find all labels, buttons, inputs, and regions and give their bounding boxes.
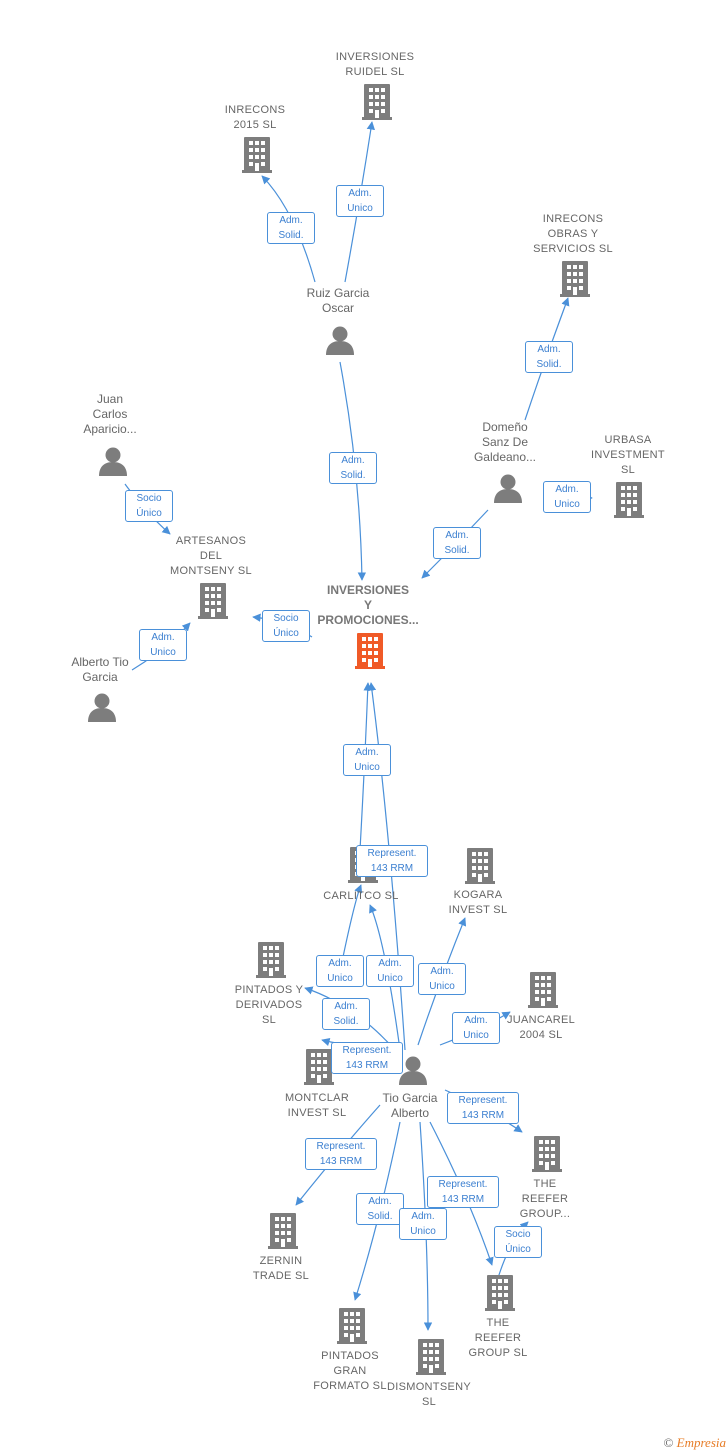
- edge-e12: [342, 884, 363, 958]
- edge-label[interactable]: Adm. Solid.: [356, 1193, 404, 1225]
- edge-label[interactable]: Socio Único: [262, 610, 310, 642]
- node-label-pintados-derivados[interactable]: PINTADOS Y DERIVADOS SL: [234, 984, 304, 1026]
- node-label-dismontseny[interactable]: DISMONTSENY SL: [387, 1381, 471, 1408]
- building-icon-urbasa[interactable]: [614, 482, 644, 518]
- node-label-domeno-sanz[interactable]: Domeño Sanz De Galdeano...: [473, 420, 537, 464]
- node-label-alberto-tio-garcia[interactable]: Alberto Tio Garcia: [71, 655, 129, 684]
- node-label-zernin[interactable]: ZERNIN TRADE SL: [252, 1255, 310, 1282]
- copyright-icon: ©: [663, 1435, 674, 1450]
- edge-label[interactable]: Adm. Solid.: [267, 212, 315, 244]
- node-label-kogara[interactable]: KOGARA INVEST SL: [448, 889, 508, 916]
- edge-label[interactable]: Represent. 143 RRM: [447, 1092, 519, 1124]
- edge-label[interactable]: Socio Único: [125, 490, 173, 522]
- building-icon-artesanos-montseny[interactable]: [198, 583, 228, 619]
- building-icon-inversiones-ruidel[interactable]: [362, 84, 392, 120]
- node-label-juancarel[interactable]: JUANCAREL 2004 SL: [506, 1014, 576, 1041]
- person-icon-domeno-sanz[interactable]: [494, 474, 522, 504]
- person-icon-alberto-tio-garcia[interactable]: [88, 693, 116, 723]
- edge-label[interactable]: Adm. Solid.: [525, 341, 573, 373]
- person-icon-ruiz-garcia-oscar[interactable]: [326, 326, 354, 356]
- node-label-reefer-group-sl[interactable]: THE REEFER GROUP SL: [468, 1317, 528, 1359]
- node-label-inversiones-ruidel[interactable]: INVERSIONES RUIDEL SL: [335, 51, 415, 78]
- node-label-tio-garcia-alberto[interactable]: Tio Garcia Alberto: [382, 1091, 438, 1120]
- building-icon-pintados-derivados[interactable]: [256, 942, 286, 978]
- edge-label[interactable]: Adm. Unico: [336, 185, 384, 217]
- person-icon-juan-carlos-aparicio[interactable]: [99, 447, 127, 477]
- node-label-montclar[interactable]: MONTCLAR INVEST SL: [284, 1092, 350, 1119]
- node-label-pintados-gran-formato[interactable]: PINTADOS GRAN FORMATO SL: [313, 1350, 387, 1392]
- edge-label[interactable]: Adm. Unico: [399, 1208, 447, 1240]
- node-label-reefer-group-1[interactable]: THE REEFER GROUP...: [519, 1178, 571, 1220]
- edge-label[interactable]: Represent. 143 RRM: [331, 1042, 403, 1074]
- node-label-inrecons-obras[interactable]: INRECONS OBRAS Y SERVICIOS SL: [533, 213, 613, 255]
- building-icon-juancarel[interactable]: [528, 972, 558, 1008]
- edge-label[interactable]: Adm. Solid.: [329, 452, 377, 484]
- node-label-inrecons-2015[interactable]: INRECONS 2015 SL: [224, 104, 286, 131]
- edge-label[interactable]: Adm. Unico: [543, 481, 591, 513]
- edge-label[interactable]: Adm. Unico: [139, 629, 187, 661]
- building-icon-inrecons-obras[interactable]: [560, 261, 590, 297]
- edge-label[interactable]: Socio Único: [494, 1226, 542, 1258]
- footer: © Empresia: [664, 1435, 727, 1451]
- edge-label[interactable]: Represent. 143 RRM: [356, 845, 428, 877]
- edge-label[interactable]: Adm. Unico: [418, 963, 466, 995]
- building-icon-kogara[interactable]: [465, 848, 495, 884]
- edge-label[interactable]: Adm. Unico: [366, 955, 414, 987]
- node-label-carlitco[interactable]: CARLITCO SL: [323, 890, 399, 902]
- edge-label[interactable]: Adm. Solid.: [322, 998, 370, 1030]
- person-icon-tio-garcia-alberto[interactable]: [399, 1056, 427, 1086]
- building-icon-inrecons-2015[interactable]: [242, 137, 272, 173]
- node-label-juan-carlos-aparicio[interactable]: Juan Carlos Aparicio...: [83, 392, 137, 436]
- building-icon-inversiones-promociones[interactable]: [355, 633, 385, 669]
- building-icon-reefer-group-1[interactable]: [532, 1136, 562, 1172]
- node-label-artesanos-montseny[interactable]: ARTESANOS DEL MONTSENY SL: [170, 535, 252, 577]
- edge-label[interactable]: Adm. Unico: [316, 955, 364, 987]
- edge-label[interactable]: Adm. Unico: [343, 744, 391, 776]
- building-icon-zernin[interactable]: [268, 1213, 298, 1249]
- edge-label[interactable]: Represent. 143 RRM: [305, 1138, 377, 1170]
- edge-label[interactable]: Represent. 143 RRM: [427, 1176, 499, 1208]
- node-label-urbasa[interactable]: URBASA INVESTMENT SL: [591, 434, 665, 476]
- building-icon-montclar[interactable]: [304, 1049, 334, 1085]
- brand-logo[interactable]: Empresia: [676, 1435, 726, 1450]
- node-label-inversiones-promociones[interactable]: INVERSIONES Y PROMOCIONES...: [317, 583, 419, 627]
- edge-label[interactable]: Adm. Unico: [452, 1012, 500, 1044]
- building-icon-reefer-group-sl[interactable]: [485, 1275, 515, 1311]
- node-label-ruiz-garcia-oscar[interactable]: Ruiz Garcia Oscar: [306, 286, 370, 315]
- edge-label[interactable]: Adm. Solid.: [433, 527, 481, 559]
- building-icon-pintados-gran-formato[interactable]: [337, 1308, 367, 1344]
